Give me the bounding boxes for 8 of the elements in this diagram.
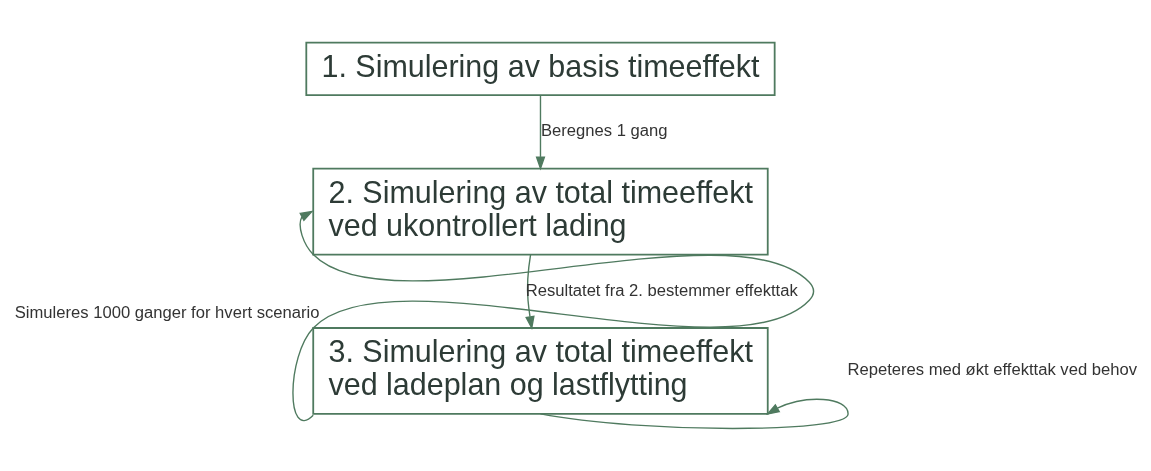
edge-label: Beregnes 1 gang: [540, 121, 668, 141]
arrow: [535, 94, 546, 171]
node-box: 2. Simulering av total timeeffekt ved ukontrollert lading: [312, 167, 769, 256]
arrow: [292, 210, 815, 421]
node-box: 1. Simulering av basis timeeffekt: [305, 41, 776, 97]
node-box: 3. Simulering av total timeeffekt ved ladeplan og lastflytting: [312, 327, 769, 415]
edge-label: Repeteres med økt effekttak ved behov: [847, 360, 1138, 380]
edge-label: Simuleres 1000 ganger for hvert scenario: [14, 302, 320, 322]
